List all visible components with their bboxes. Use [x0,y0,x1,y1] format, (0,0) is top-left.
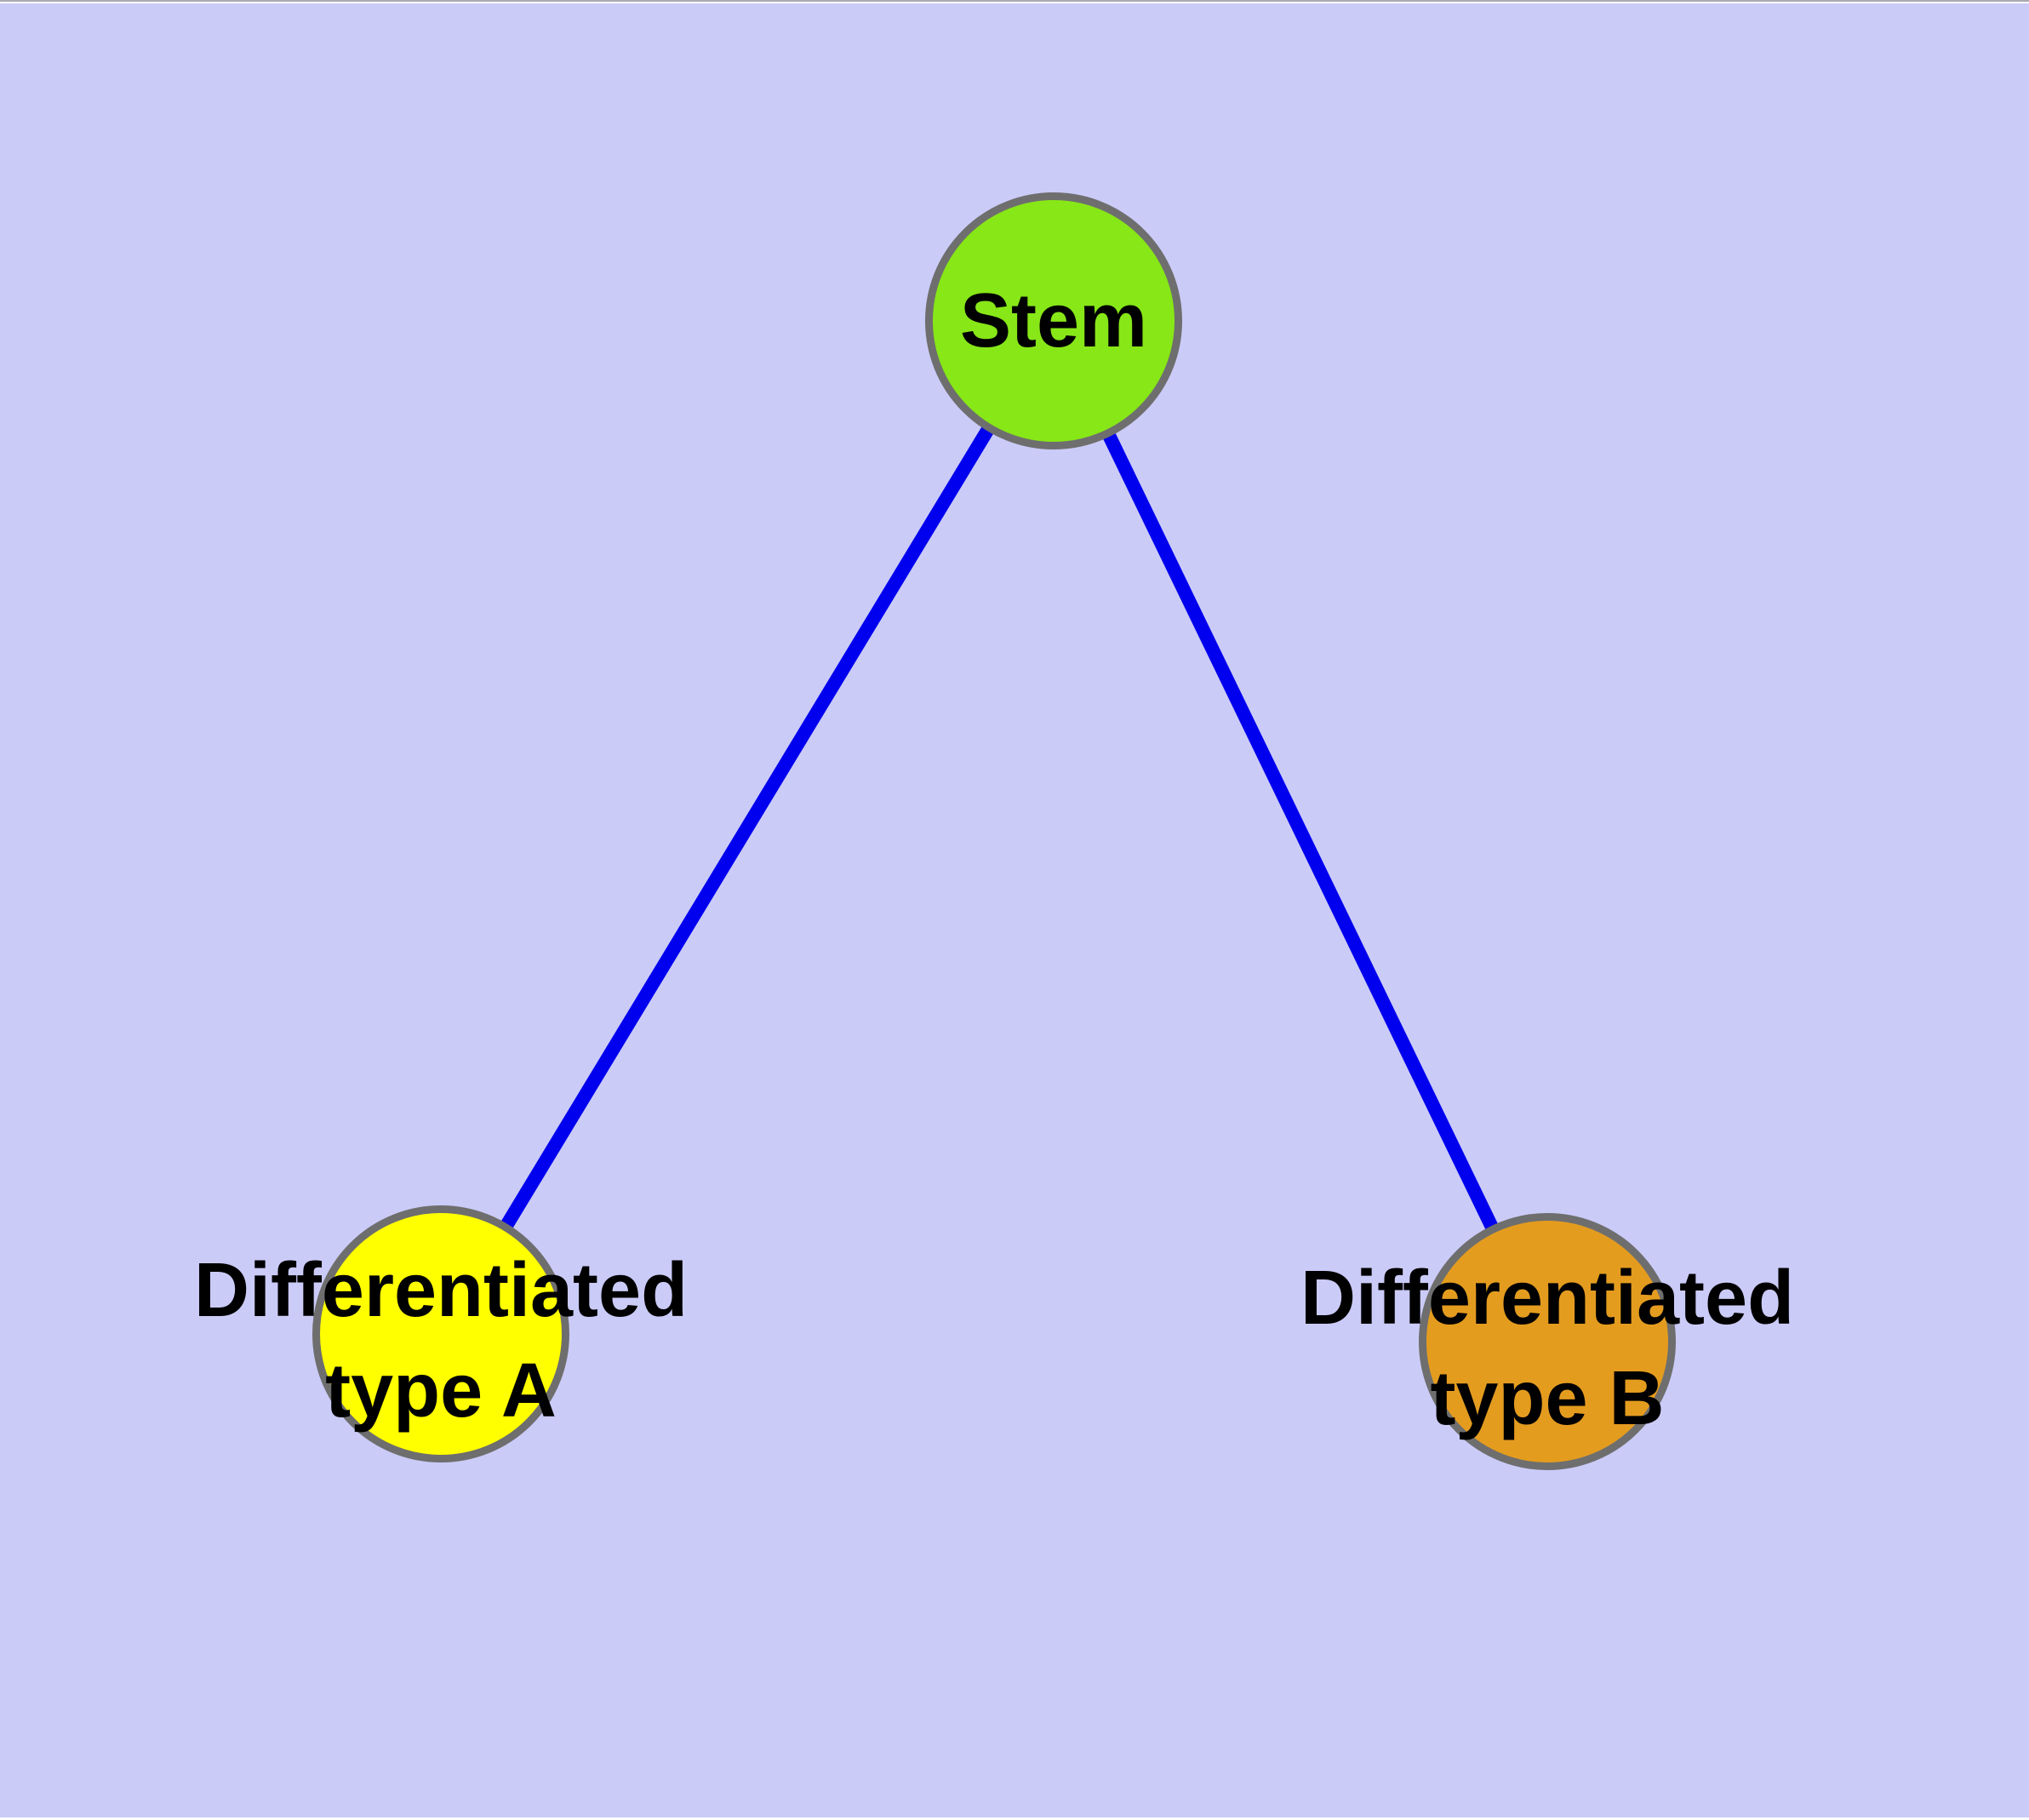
differentiated-type-b-label: Differentiated type B [1300,1256,1795,1441]
differentiated-type-a-label: Differentiated type A [193,1248,689,1434]
diagram-background: Stem Differentiated type A Differentiate… [0,3,2029,1817]
node-stem: Stem [925,192,1182,449]
differentiated-type-a-circle [312,1205,569,1462]
edge-stem-to-differentiated-type-a [435,317,1060,1338]
edge-stem-to-differentiated-type-b [1047,318,1554,1345]
differentiated-type-b-circle [1419,1213,1676,1470]
node-differentiated-type-b: Differentiated type B [1300,1213,1794,1470]
node-differentiated-type-a: Differentiated type A [194,1205,688,1462]
top-hairline [0,0,2029,2]
stem-circle [925,192,1182,449]
stem-label: Stem [959,278,1148,363]
edge-layer [435,317,1554,1345]
